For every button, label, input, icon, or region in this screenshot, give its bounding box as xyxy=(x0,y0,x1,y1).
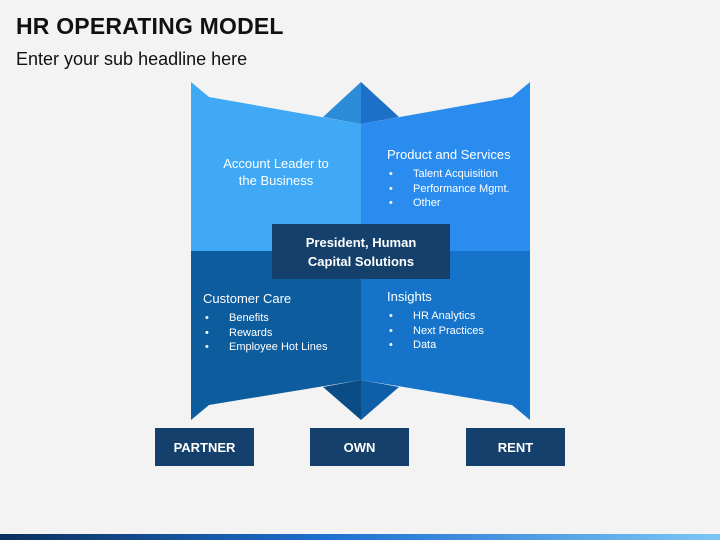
list-item: Other xyxy=(387,196,527,211)
list-item: Next Practices xyxy=(387,324,527,339)
bottom-fold-left-shape xyxy=(323,380,361,420)
panel-top-left: Account Leader to the Business xyxy=(206,155,346,189)
list-item: Data xyxy=(387,338,527,353)
partner-button[interactable]: PARTNER xyxy=(155,428,254,466)
center-line1: President, Human xyxy=(305,234,417,250)
panel-bottom-left: Customer Care Benefits Rewards Employee … xyxy=(203,290,353,355)
panel-bottom-right-heading: Insights xyxy=(387,289,432,304)
top-fold-left-shape xyxy=(323,82,361,124)
panel-top-right: Product and Services Talent Acquisition … xyxy=(387,146,527,211)
center-line2: Capital Solutions xyxy=(307,253,415,269)
list-item: Performance Mgmt. xyxy=(387,182,527,197)
list-item: Employee Hot Lines xyxy=(203,340,353,355)
list-item: Benefits xyxy=(203,311,353,326)
footer-gradient-bar xyxy=(0,534,720,540)
panel-top-right-heading: Product and Services xyxy=(387,147,511,162)
rent-button[interactable]: RENT xyxy=(466,428,565,466)
panel-top-left-line2: the Business xyxy=(238,173,314,188)
panel-top-left-line1: Account Leader to xyxy=(223,156,329,171)
panel-bottom-right: Insights HR Analytics Next Practices Dat… xyxy=(387,288,527,353)
slide-subtitle: Enter your sub headline here xyxy=(16,49,248,69)
list-item: HR Analytics xyxy=(387,309,527,324)
list-item: Rewards xyxy=(203,326,353,341)
panel-top-left-shape xyxy=(191,82,361,251)
bottom-fold-right-shape xyxy=(361,380,399,420)
panel-bottom-left-heading: Customer Care xyxy=(203,291,292,306)
slide-title: HR OPERATING MODEL xyxy=(16,13,284,39)
list-item: Talent Acquisition xyxy=(387,167,527,182)
own-button[interactable]: OWN xyxy=(310,428,409,466)
top-fold-right-shape xyxy=(361,82,399,124)
center-role-box: President, Human Capital Solutions xyxy=(272,224,450,279)
